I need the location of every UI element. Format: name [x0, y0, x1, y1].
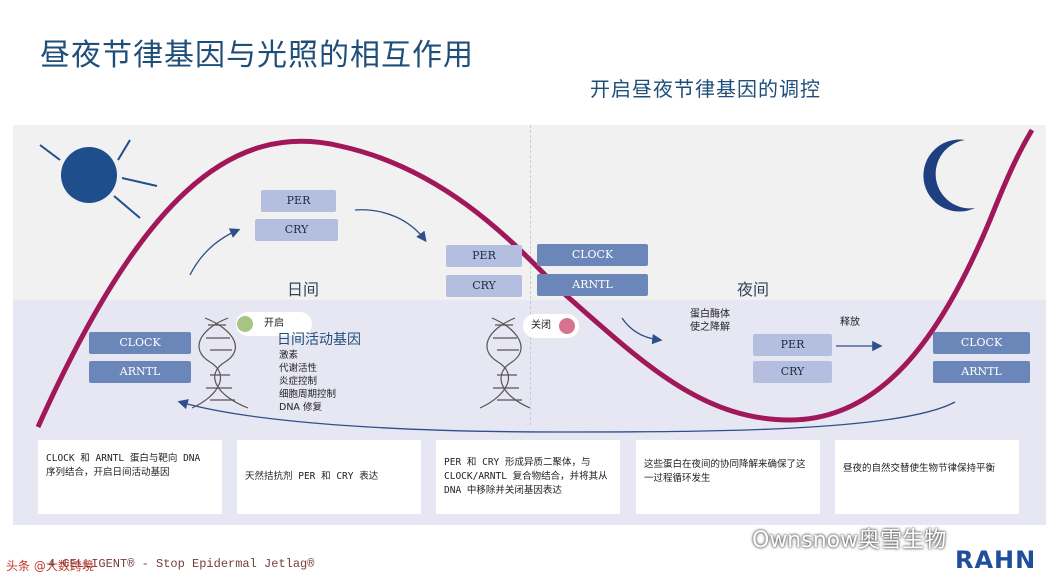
- arrow-return-loop: [177, 399, 956, 433]
- per-protein: PER: [446, 245, 522, 267]
- dna-helix-icon: [191, 317, 249, 409]
- arntl-protein: ARNTL: [933, 361, 1030, 383]
- clock-protein: CLOCK: [933, 332, 1030, 354]
- day-gene-item: 炎症控制: [279, 376, 318, 387]
- watermark: Ownsnow奥雪生物: [752, 528, 947, 553]
- arrow-per-to-dimer: [354, 209, 427, 243]
- cry-protein: CRY: [753, 361, 832, 383]
- cry-protein: CRY: [255, 219, 338, 241]
- dna-helix-icon: [479, 317, 531, 409]
- moon-icon: [923, 139, 975, 212]
- cry-protein: CRY: [446, 275, 522, 297]
- arntl-protein: ARNTL: [89, 361, 191, 383]
- day-label: 日间: [287, 280, 320, 299]
- sun-icon: [39, 139, 158, 219]
- page-title: 昼夜节律基因与光照的相互作用: [40, 38, 474, 73]
- arrow-up-to-per: [189, 228, 241, 276]
- caption-box: CLOCK 和 ARNTL 蛋白与靶向 DNA 序列结合，开启日间活动基因: [38, 440, 222, 514]
- day-gene-item: 细胞周期控制: [279, 389, 337, 400]
- day-active-genes: 日间活动基因 激素 代谢活性 炎症控制 细胞周期控制 DNA 修复: [277, 332, 361, 414]
- release-note: 释放: [840, 317, 860, 328]
- day-night-top-panel: [13, 125, 1046, 300]
- caption-box: 天然拮抗剂 PER 和 CRY 表达: [237, 440, 421, 514]
- day-gene-item: DNA 修复: [279, 402, 322, 413]
- gene-off-badge: 关闭: [523, 314, 579, 338]
- per-protein: PER: [261, 190, 336, 212]
- gene-on-label: 开启: [264, 318, 284, 329]
- day-night-divider: [530, 125, 531, 425]
- gene-off-label: 关闭: [531, 320, 551, 331]
- day-gene-item: 代谢活性: [279, 363, 318, 374]
- caption-box: PER 和 CRY 形成异质二聚体，与 CLOCK/ARNTL 复合物结合，并将…: [436, 440, 620, 514]
- night-label: 夜间: [737, 280, 770, 299]
- brand-logo: RAHN: [955, 546, 1037, 574]
- on-indicator-dot: [237, 316, 253, 332]
- day-active-genes-heading: 日间活动基因: [277, 332, 361, 348]
- off-indicator-dot: [559, 318, 575, 334]
- proteasome-note: 蛋白酶体 使之降解: [690, 309, 730, 333]
- footer-text: 4 CELLIGENT® - Stop Epidermal Jetlag®: [48, 557, 315, 571]
- day-gene-item: 激素: [279, 350, 299, 361]
- source-tag: 头条 @大数跨境: [6, 559, 94, 573]
- caption-box: 昼夜的自然交替使生物节律保持平衡: [835, 440, 1019, 514]
- arrow-degrade: [621, 317, 663, 345]
- page-subtitle: 开启昼夜节律基因的调控: [590, 77, 821, 101]
- gene-on-badge: 开启: [236, 312, 312, 336]
- caption-box: 这些蛋白在夜间的协同降解来确保了这一过程循环发生: [636, 440, 820, 514]
- clock-protein: CLOCK: [537, 244, 648, 266]
- clock-protein: CLOCK: [89, 332, 191, 354]
- per-protein: PER: [753, 334, 832, 356]
- arntl-protein: ARNTL: [537, 274, 648, 296]
- circadian-curve: [35, 128, 1035, 429]
